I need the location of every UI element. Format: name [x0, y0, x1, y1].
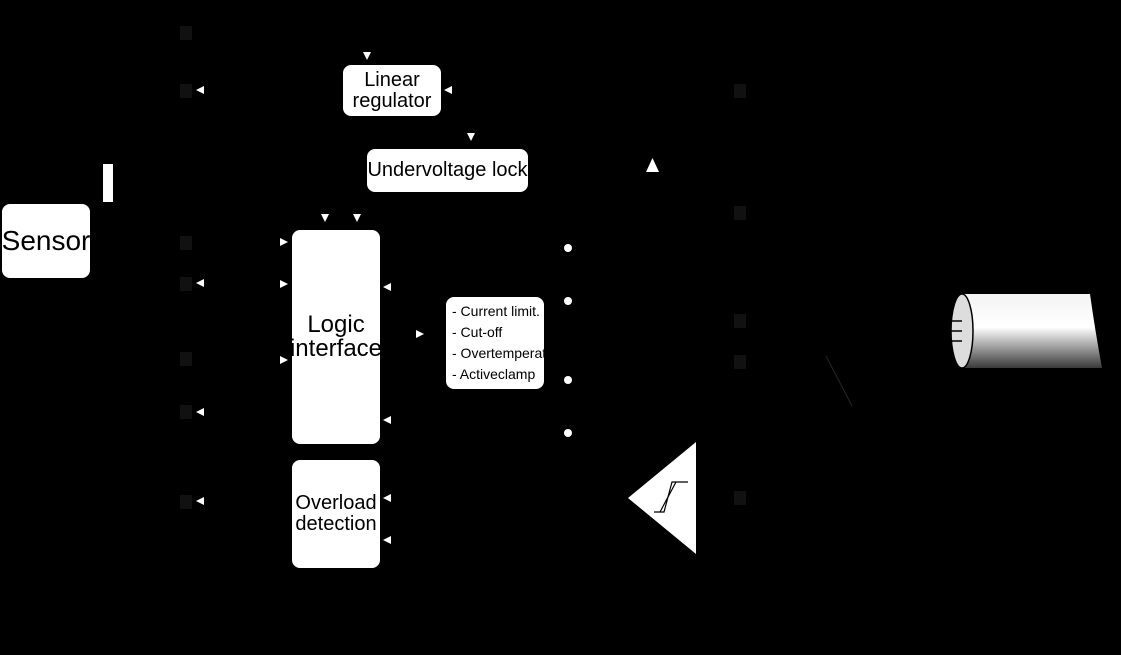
arrow-left-icon [196, 279, 204, 287]
junction-dot [564, 297, 572, 305]
arrow-left-icon [383, 494, 391, 502]
pin-marker [180, 495, 192, 509]
arrow-down-icon [467, 133, 475, 141]
overload-detection-label-line2: detection [295, 513, 377, 535]
pin-marker [734, 84, 746, 98]
logic-interface-label-line2: interface [289, 335, 383, 362]
arrow-down-icon [363, 52, 371, 60]
pin-marker [734, 314, 746, 328]
logic-interface-label-line1: Logic [307, 311, 365, 338]
arrow-down-icon [321, 214, 329, 222]
sensor-label: Sensor [1, 225, 91, 256]
arrow-up-icon [646, 158, 659, 172]
wiring-note-line3: must be driven by IN2 [882, 457, 1078, 479]
protection-item-cut-off: - Cut-off [452, 324, 503, 340]
arrow-left-icon [196, 497, 204, 505]
arrowheads [196, 52, 659, 544]
schmitt-trigger-icon [628, 442, 696, 554]
arrow-down-icon [353, 214, 361, 222]
right-pin-markers [734, 84, 746, 505]
linear-regulator-block: Linear regulator [343, 65, 441, 116]
note-pointer-line [825, 355, 853, 407]
protection-item-active-clamp: - Activeclamp [452, 366, 536, 382]
junction-dot [564, 244, 572, 252]
arrow-left-icon [196, 86, 204, 94]
arrow-left-icon [444, 86, 452, 94]
arrow-left-icon [196, 408, 204, 416]
pin-marker [180, 277, 192, 291]
arrow-right-icon [416, 330, 424, 338]
junction-dots [564, 244, 572, 437]
junction-dot [564, 376, 572, 384]
overload-detection-label-line1: Overload [295, 492, 377, 514]
pin-marker [180, 236, 192, 250]
arrow-right-icon [280, 356, 288, 364]
logic-interface-block: Logic interface [289, 230, 383, 444]
pin-marker [734, 491, 746, 505]
sensor-block: Sensor [2, 204, 90, 278]
pin-marker [734, 206, 746, 220]
undervoltage-lock-block: Undervoltage lock [367, 149, 528, 192]
wiring-note-line2: If wired as push-pull [891, 433, 1069, 455]
protection-item-overtemperature: - Overtemperat [452, 345, 544, 361]
arrow-right-icon [280, 280, 288, 288]
pin-marker [180, 352, 192, 366]
sensor-connector-bar [103, 164, 113, 202]
cylinder-load-icon [950, 293, 1102, 369]
linear-regulator-label-line1: Linear [364, 68, 420, 91]
arrow-right-icon [280, 238, 288, 246]
linear-regulator-label-line2: regulator [352, 89, 432, 112]
overload-detection-block: Overload detection [292, 460, 380, 568]
pin-marker [180, 405, 192, 419]
arrow-left-icon [383, 536, 391, 544]
protection-item-current-limit: - Current limit. [452, 303, 540, 319]
pin-marker [180, 84, 192, 98]
pin-marker [734, 355, 746, 369]
junction-dot [564, 429, 572, 437]
pin-marker [180, 26, 192, 40]
arrow-left-icon [383, 416, 391, 424]
arrow-left-icon [383, 283, 391, 291]
left-pin-markers [180, 26, 192, 509]
wiring-note-line1: can be also wired as low-side. [846, 409, 1114, 431]
protection-functions-block: - Current limit. - Cut-off - Overtempera… [446, 297, 544, 389]
wiring-note: can be also wired as low-side. If wired … [840, 408, 1120, 480]
undervoltage-lock-label: Undervoltage lock [367, 159, 528, 181]
